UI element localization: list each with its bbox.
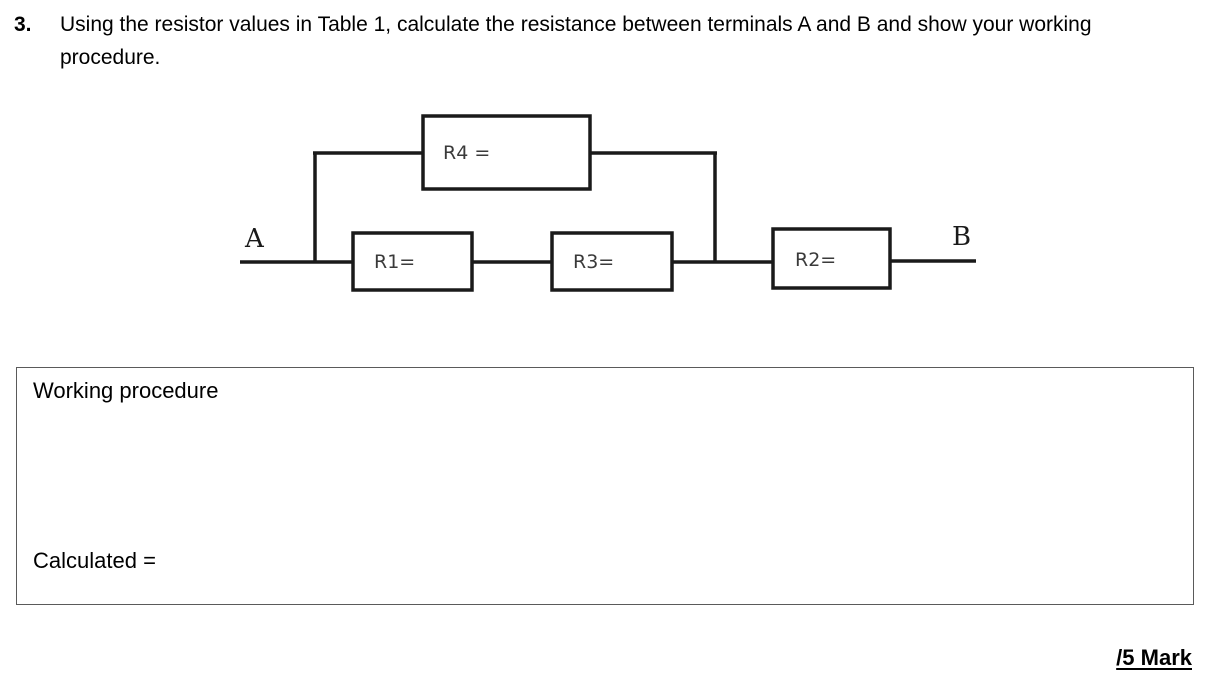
circuit-diagram: R4 = R1= R3= R2= A B [0,96,1214,336]
resistor-label-r4: R4 = [443,142,490,164]
question-block: 3. Using the resistor values in Table 1,… [14,8,1194,74]
terminal-label-b: B [952,222,971,252]
resistor-box-r4 [421,114,592,191]
resistor-box-r2 [771,227,892,290]
calculated-label: Calculated = [33,548,156,573]
resistor-label-r3: R3= [573,251,614,273]
working-procedure-box[interactable]: Working procedure Calculated = [16,367,1194,605]
question-text: Using the resistor values in Table 1, ca… [60,13,1092,69]
terminal-label-a: A [244,224,265,254]
question-number: 3. [14,13,32,36]
resistor-label-r1: R1= [374,251,415,273]
working-procedure-label: Working procedure [33,378,219,403]
marks-allocation: /5 Mark [1116,645,1192,670]
resistor-label-r2: R2= [795,249,836,271]
